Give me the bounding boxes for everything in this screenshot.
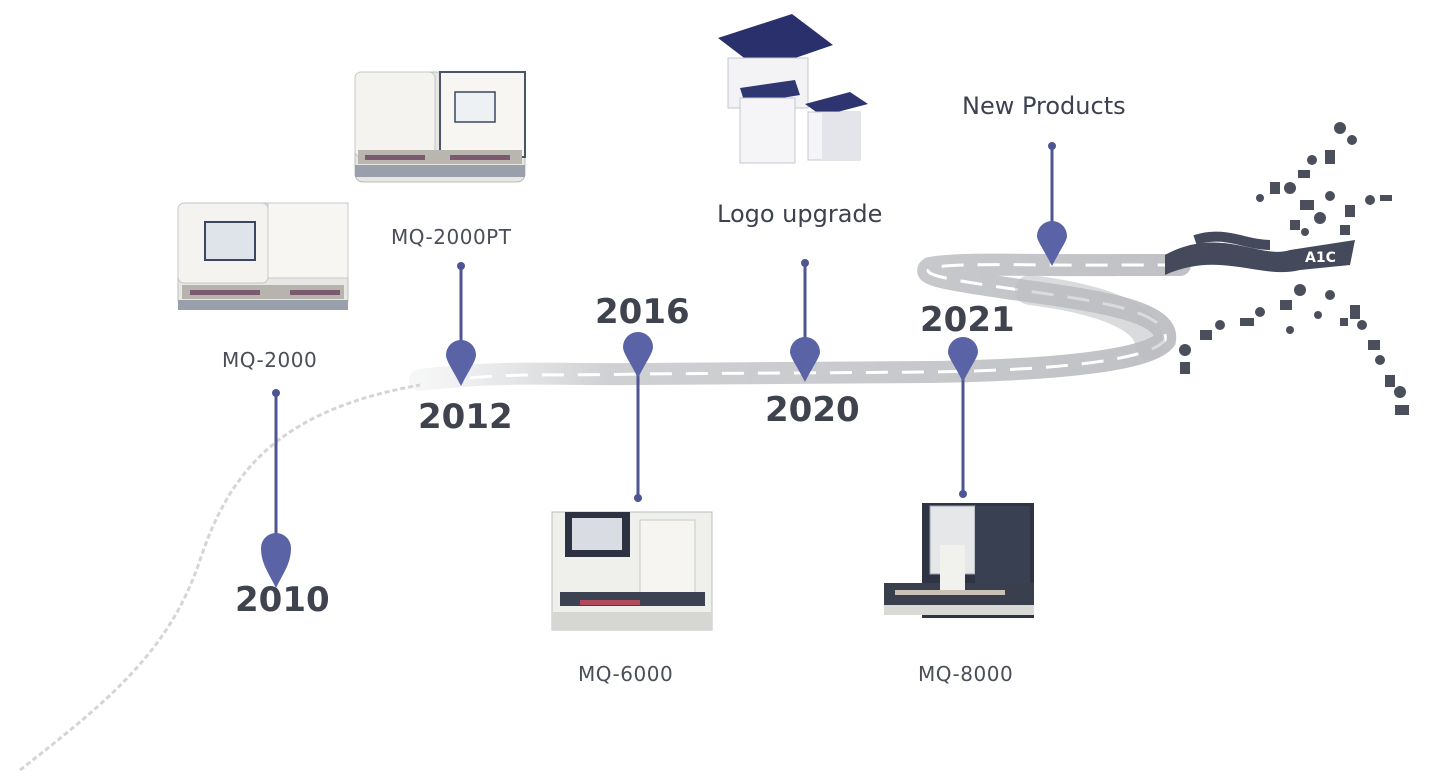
milestone-2021-label: MQ-8000 (918, 662, 1014, 686)
analyzer-mq-8000-image (884, 503, 1034, 618)
milestone-2020-pin (790, 259, 820, 382)
road-bend (1015, 275, 1165, 360)
milestone-2010-label: MQ-2000 (222, 348, 318, 372)
analyzer-mq-2000pt-image (354, 71, 526, 183)
year-2012: 2012 (418, 397, 513, 437)
milestone-2016-label: MQ-6000 (578, 662, 674, 686)
milestone-2021-pin (948, 337, 978, 498)
packaging-boxes-image (718, 14, 868, 164)
road-trail (19, 383, 421, 772)
runner-banner-text: A1C (1305, 250, 1336, 266)
year-2021: 2021 (920, 300, 1015, 340)
analyzer-mq-2000-image (177, 202, 349, 310)
milestone-2012-label: MQ-2000PT (391, 225, 512, 249)
milestone-2010-pin (261, 389, 291, 588)
milestone-new-products-label: New Products (962, 92, 1126, 120)
year-2020: 2020 (765, 390, 860, 430)
runner-figure-image (1165, 122, 1409, 415)
milestone-2012-pin (446, 262, 476, 386)
milestone-2020-label: Logo upgrade (717, 200, 883, 228)
year-2010: 2010 (235, 580, 330, 620)
analyzer-mq-6000-image (551, 511, 713, 631)
milestone-2016-pin (623, 332, 653, 502)
year-2016: 2016 (595, 292, 690, 332)
milestone-new-products-pin (1037, 142, 1067, 266)
